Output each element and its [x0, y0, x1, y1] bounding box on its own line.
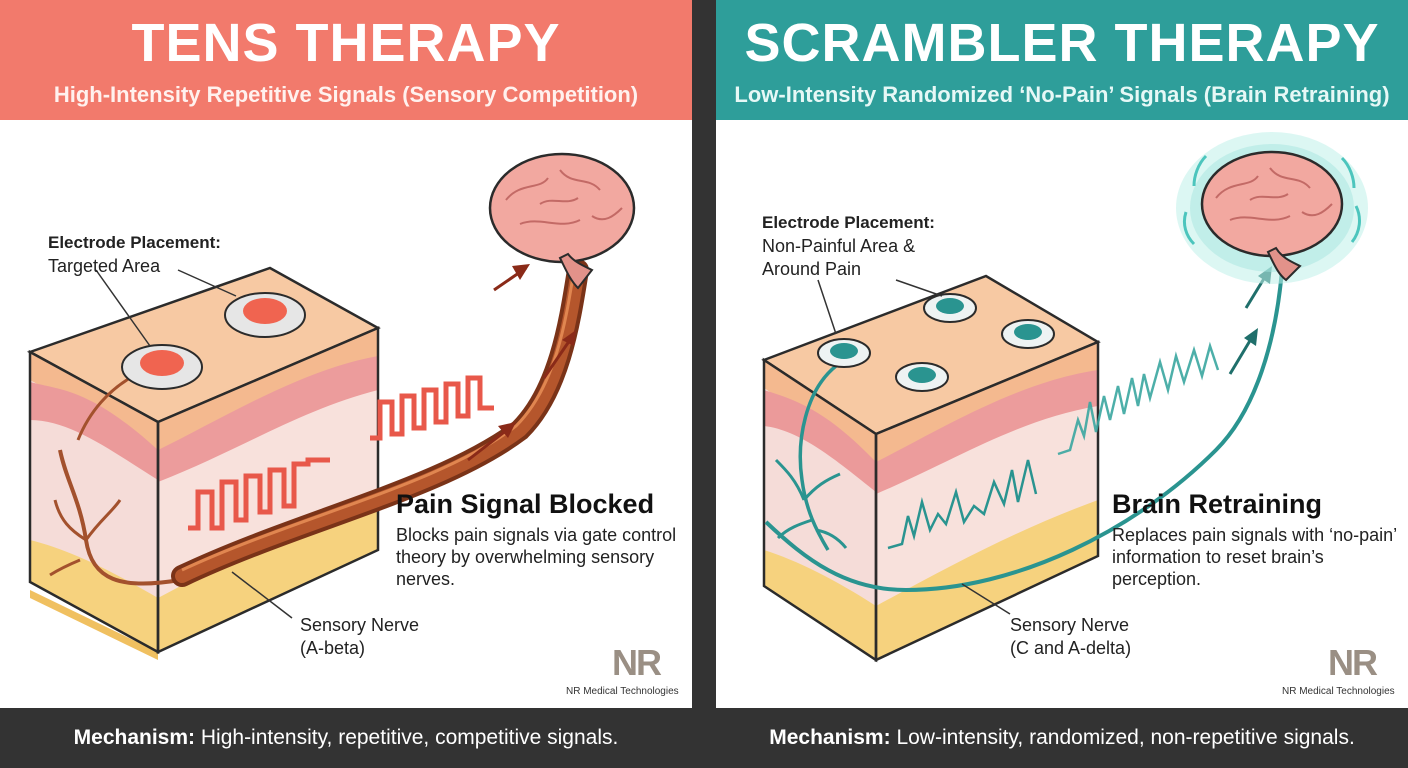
- tens-electrode-text: Targeted Area: [48, 256, 161, 276]
- scrambler-panel: SCRAMBLER THERAPY Low-Intensity Randomiz…: [716, 0, 1408, 708]
- tens-header: TENS THERAPY High-Intensity Repetitive S…: [0, 0, 692, 120]
- nr-logo: NR: [612, 642, 662, 683]
- tens-result-heading: Pain Signal Blocked: [396, 489, 655, 519]
- scrambler-electrode-heading: Electrode Placement:: [762, 213, 935, 232]
- scrambler-result-heading: Brain Retraining: [1112, 489, 1323, 519]
- scrambler-skin-diagram: [761, 132, 1368, 663]
- scrambler-nerve-type: (C and A-delta): [1010, 638, 1132, 658]
- tens-mechanism-label: Mechanism:: [73, 726, 196, 749]
- tens-panel: TENS THERAPY High-Intensity Repetitive S…: [0, 0, 692, 708]
- scrambler-mechanism-label: Mechanism:: [769, 726, 891, 749]
- scrambler-mechanism-text: Low-intensity, randomized, non-repetitiv…: [896, 726, 1355, 749]
- tens-title: TENS THERAPY: [131, 13, 561, 73]
- scrambler-header: SCRAMBLER THERAPY Low-Intensity Randomiz…: [716, 0, 1408, 120]
- scrambler-nerve-label: Sensory Nerve: [1010, 615, 1130, 635]
- tens-result-text: Blocks pain signals via gate control the…: [396, 525, 677, 589]
- tens-electrode-heading: Electrode Placement:: [48, 233, 221, 252]
- scrambler-electrode-text-1: Non-Painful Area &: [762, 236, 916, 256]
- scrambler-title: SCRAMBLER THERAPY: [744, 13, 1380, 73]
- company-name: NR Medical Technologies: [566, 686, 679, 697]
- tens-nerve-type: (A-beta): [300, 638, 366, 658]
- tens-skin-diagram: [26, 152, 636, 660]
- tens-mechanism-footer: Mechanism: High-intensity, repetitive, c…: [0, 708, 692, 768]
- tens-mechanism-text: High-intensity, repetitive, competitive …: [200, 726, 619, 749]
- tens-subtitle: High-Intensity Repetitive Signals (Senso…: [53, 82, 639, 107]
- company-name: NR Medical Technologies: [1282, 686, 1395, 697]
- scrambler-electrode-text-2: Around Pain: [762, 259, 862, 279]
- scrambler-mechanism-footer: Mechanism: Low-intensity, randomized, no…: [716, 708, 1408, 768]
- tens-nerve-label: Sensory Nerve: [300, 615, 420, 635]
- scrambler-result-text: Replaces pain signals with ‘no-pain’ inf…: [1112, 525, 1397, 589]
- scrambler-subtitle: Low-Intensity Randomized ‘No-Pain’ Signa…: [734, 82, 1390, 107]
- nr-logo: NR: [1328, 642, 1378, 683]
